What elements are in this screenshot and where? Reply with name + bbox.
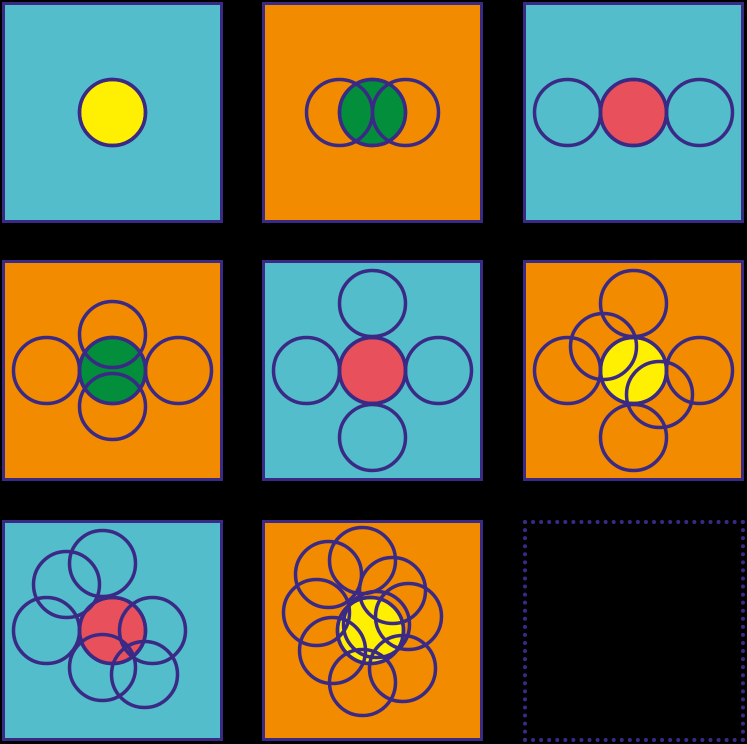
ring-circle (297, 615, 368, 686)
tile-1-2 (262, 2, 483, 223)
ring-circle (664, 335, 735, 406)
ring-circle (67, 632, 138, 703)
ring-circle (11, 595, 82, 666)
tile-1-2-drawing (304, 77, 441, 148)
ring-circle (532, 335, 603, 406)
ring-circle (568, 311, 639, 382)
ring-circle (293, 539, 364, 610)
ring-circle (11, 335, 82, 406)
ring-circle (664, 77, 735, 148)
tile-3-2 (262, 520, 483, 741)
ring-circle (117, 595, 188, 666)
tile-2-3 (523, 260, 744, 481)
ring-circle (337, 402, 408, 473)
tile-3-2-drawing (281, 525, 444, 718)
ring-circle (532, 77, 603, 148)
ring-circle (77, 299, 148, 370)
ring-circle (31, 549, 102, 620)
center-outline (77, 335, 148, 406)
tile-1-1-drawing (77, 77, 148, 148)
ring-circle (109, 639, 180, 710)
ring-circle (370, 77, 441, 148)
ring-circle (373, 581, 444, 652)
center-outline (598, 77, 669, 148)
ring-circle (341, 589, 412, 660)
tile-3-3[interactable] (523, 520, 745, 742)
ring-circle (598, 268, 669, 339)
tile-2-2 (262, 260, 483, 481)
tile-2-3-drawing (532, 268, 735, 473)
tile-3-1-drawing (11, 528, 188, 710)
ring-circle (357, 555, 428, 626)
ring-circle (624, 359, 695, 430)
ring-circle (327, 525, 398, 596)
ring-circle (403, 335, 474, 406)
ring-circle (143, 335, 214, 406)
center-outline (77, 77, 148, 148)
tile-2-2-drawing (271, 268, 474, 473)
center-outline (77, 595, 148, 666)
ring-circle (281, 577, 352, 648)
center-outline (337, 77, 408, 148)
tile-3-1 (2, 520, 223, 741)
tile-2-1 (2, 260, 223, 481)
tile-2-1-drawing (11, 299, 214, 442)
tile-1-3 (523, 2, 744, 223)
center-outline (335, 595, 406, 666)
ring-circle (77, 371, 148, 442)
center-outline (598, 335, 669, 406)
tile-1-3-drawing (532, 77, 735, 148)
ring-circle (337, 268, 408, 339)
center-outline (337, 335, 408, 406)
tile-1-1 (2, 2, 223, 223)
ring-circle (271, 335, 342, 406)
ring-circle (67, 528, 138, 599)
